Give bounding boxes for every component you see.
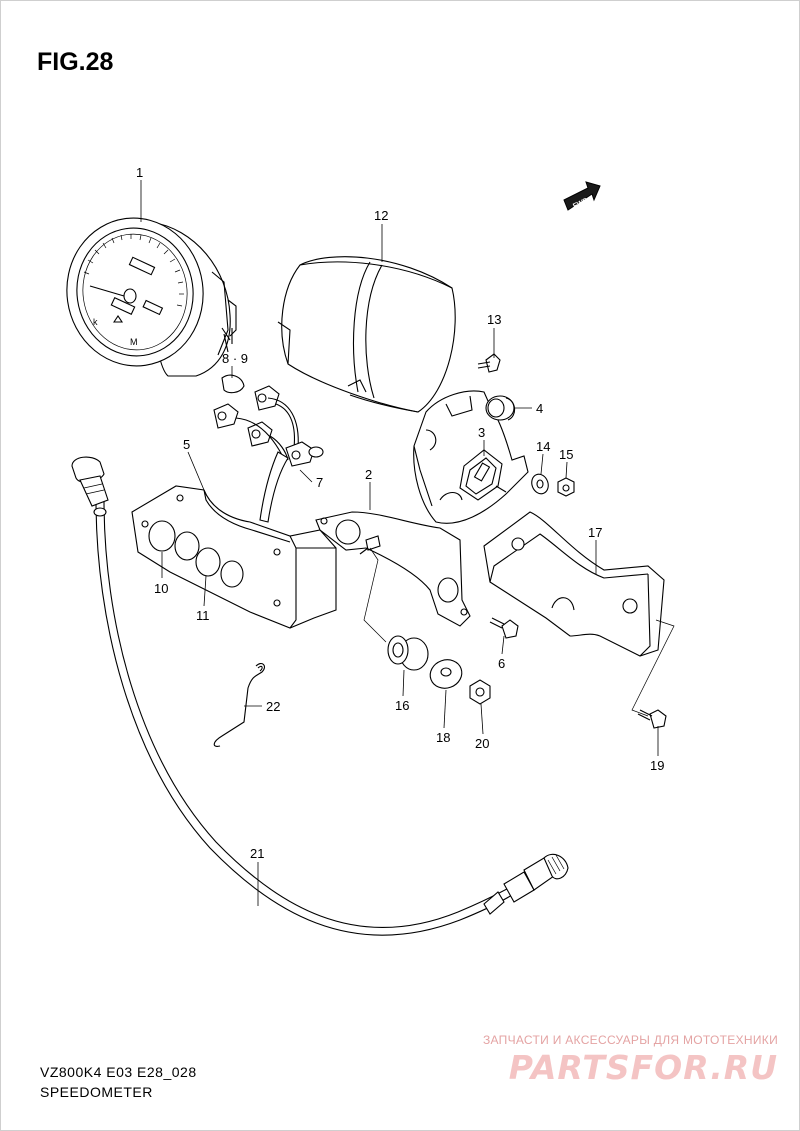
svg-text:M: M: [130, 337, 138, 347]
callout-8-9: 8 · 9: [222, 351, 248, 366]
part-19-screw: [637, 709, 667, 729]
callout-17: 17: [588, 525, 602, 540]
callout-12: 12: [374, 208, 388, 223]
part-16-cushion: [387, 635, 429, 671]
callout-7: 7: [316, 475, 323, 490]
part-14-washer: [531, 473, 549, 495]
callout-15: 15: [559, 447, 573, 462]
callout-20: 20: [475, 736, 489, 751]
callout-4: 4: [536, 401, 543, 416]
part-13-screw: [477, 353, 501, 373]
callout-labels: 1 2 3 4 5 6 7 8 · 9 10 11 12 13 14 15 16…: [136, 165, 664, 861]
part-12-cover: [277, 256, 456, 413]
part-1-speedometer: k M: [66, 217, 237, 377]
section-name: SPEEDOMETER: [40, 1084, 153, 1100]
callout-22: 22: [266, 699, 280, 714]
part-5-lower-bracket: [131, 485, 337, 629]
part-8-9-bulbs: [213, 374, 280, 447]
part-22-clip: [213, 663, 265, 747]
part-7-wiring-harness: [235, 397, 324, 523]
callout-6: 6: [498, 656, 505, 671]
callout-16: 16: [395, 698, 409, 713]
callout-18: 18: [436, 730, 450, 745]
part-17-rear-bracket: [483, 511, 665, 657]
callout-14: 14: [536, 439, 550, 454]
watermark-tagline: ЗАПЧАСТИ И АКСЕССУАРЫ ДЛЯ МОТОТЕХНИКИ: [482, 1033, 778, 1047]
part-21-speedometer-cable: [71, 456, 569, 936]
callout-13: 13: [487, 312, 501, 327]
part-20-nut: [469, 679, 491, 705]
model-code: VZ800K4 E03 E28_028: [40, 1064, 197, 1080]
part-6-screw: [489, 617, 519, 639]
callout-10: 10: [154, 581, 168, 596]
watermark-logo: PARTSFOR.RU: [508, 1048, 778, 1087]
leader-lines: [140, 180, 675, 906]
mounting-plate: [413, 390, 529, 524]
callout-1: 1: [136, 165, 143, 180]
callout-5: 5: [183, 437, 190, 452]
part-18-washer: [429, 659, 463, 689]
part-15-nut: [557, 477, 575, 497]
callout-21: 21: [250, 846, 264, 861]
callout-11: 11: [196, 608, 210, 623]
part-2-main-bracket: [315, 511, 471, 627]
callout-2: 2: [365, 467, 372, 482]
svg-text:k: k: [93, 317, 98, 327]
callout-19: 19: [650, 758, 664, 773]
callout-3: 3: [478, 425, 485, 440]
figure-title: FIG.28: [37, 48, 114, 76]
